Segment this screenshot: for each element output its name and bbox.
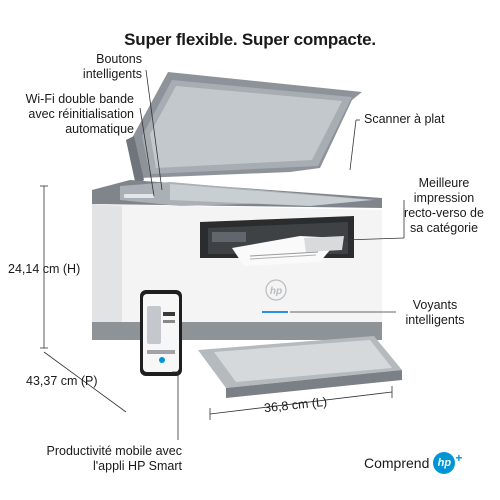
callout-wifi: Wi-Fi double bande avec réinitialisation… (26, 92, 134, 137)
callout-wifi-line-3: automatique (65, 122, 134, 136)
width-dimension-line (209, 391, 393, 415)
callout-lights-line-2: intelligents (405, 313, 465, 327)
hp-logo-icon: hp (433, 452, 456, 474)
callout-duplex-line-2: impression (413, 191, 475, 205)
callout-duplex-line-3: recto-verso de (404, 206, 484, 220)
callout-lights-line-1: Voyants (412, 298, 458, 312)
callout-wifi-line-2: avec réinitialisation (28, 107, 134, 121)
callout-flatbed: Scanner à plat (364, 112, 445, 126)
callout-smart-buttons-line-1: Boutons (96, 52, 142, 66)
body-hp-logo (265, 279, 287, 301)
callout-smart-buttons-line-2: intelligents (82, 67, 142, 81)
callout-mobile-line-2: l'appli HP Smart (93, 459, 182, 473)
callout-lights: Voyants intelligents (398, 298, 472, 328)
depth-dimension-line (43, 351, 127, 413)
callout-duplex-line-1: Meilleure (418, 176, 470, 190)
height-label: 24,14 cm (H) (8, 262, 81, 276)
callout-wifi-line-1: Wi-Fi double bande (25, 92, 134, 106)
smart-buttons (124, 194, 154, 198)
scanner-glass (170, 184, 372, 206)
footer-comprend: Comprend (364, 455, 430, 471)
plus-icon: + (455, 451, 463, 465)
callout-duplex: Meilleure impression recto-verso de sa c… (398, 176, 490, 236)
callout-smart-buttons: Boutons intelligents (83, 52, 142, 82)
footer-hp-plus: Comprend hp + (364, 451, 463, 474)
page-title: Super flexible. Super compacte. (124, 30, 376, 49)
callout-duplex-line-4: sa catégorie (409, 221, 479, 235)
depth-label: 43,37 cm (P) (26, 374, 98, 388)
svg-text:hp: hp (270, 286, 282, 297)
callout-mobile-line-1: Productivité mobile avec (46, 444, 182, 458)
callout-mobile: Productivité mobile avec l'appli HP Smar… (47, 444, 182, 474)
